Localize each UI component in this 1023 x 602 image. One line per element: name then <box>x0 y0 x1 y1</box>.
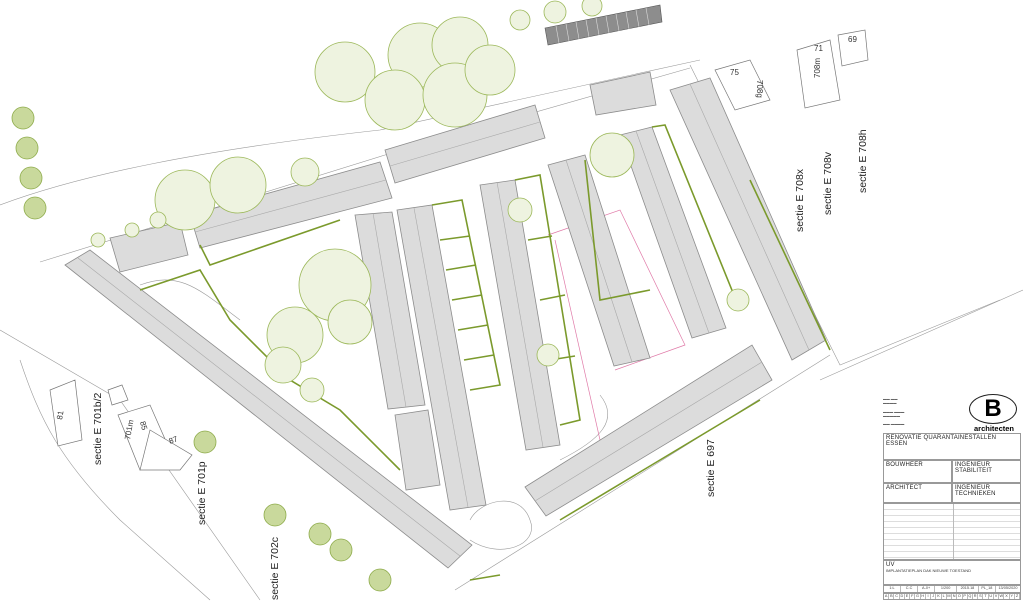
technieken-box: INGENIEUR TECHNIEKEN <box>952 483 1021 503</box>
meta-scale: 1/200 <box>935 586 957 592</box>
building-stal-5 <box>619 126 727 339</box>
revision-letter: T <box>984 594 989 599</box>
section-701p: sectie E 701p <box>196 461 208 525</box>
meta-row: 1:L C.C A-0+ 1/200 2015.18 PL_18 13/05/2… <box>883 585 1021 593</box>
revision-letter: E <box>905 594 911 599</box>
revision-table <box>883 503 1021 560</box>
parcel-81: 81 <box>55 409 66 420</box>
parcel-708g: 708g <box>755 80 764 98</box>
meta-drawn-by: C.C <box>901 586 919 592</box>
phase: UV <box>886 562 895 568</box>
revision-letter: S <box>979 594 984 599</box>
parcel-75: 75 <box>730 68 739 77</box>
parcel-85: 85 <box>138 420 149 431</box>
building-long-southwest <box>64 249 473 569</box>
building-north-annex <box>589 71 657 116</box>
bouwheer-box: BOUWHEER <box>883 460 952 483</box>
drawing-title: IMPLANTATIEPLAN DAK NIEUWE TOESTAND <box>886 568 971 573</box>
meta-project-no: 2015.18 <box>957 586 979 592</box>
revision-letter: C <box>895 594 900 599</box>
section-708h: sectie E 708h <box>857 129 869 193</box>
building-south-east <box>524 344 773 517</box>
building-stal-small <box>394 409 441 491</box>
title-block: ▬▬ ▬▬▬▬▬▬▬▬▬ ▬▬▬▬▬▬▬▬▬▬ ▬▬▬▬ B architect… <box>883 393 1021 600</box>
office-address: ▬▬ ▬▬▬▬▬▬▬▬▬ ▬▬▬▬▬▬▬▬▬▬ ▬▬▬▬ <box>883 397 905 427</box>
trees <box>11 0 750 592</box>
section-701b2: sectie E 701b/2 <box>92 392 104 465</box>
revision-letter: L <box>942 594 947 599</box>
building-west-small <box>109 221 189 273</box>
architect-logo: B <box>969 394 1017 424</box>
parcel-labels: 81 85 87 701m 75 708g 71 708m 69 <box>55 35 857 446</box>
stabiliteit-heading: INGENIEUR STABILITEIT <box>955 462 993 474</box>
green-boundaries <box>139 124 831 581</box>
revision-letter: O <box>957 594 963 599</box>
buildings <box>64 71 827 569</box>
revision-letter: D <box>900 594 905 599</box>
project-box: RENOVATIE QUARANTAINESTALLEN ESSEN <box>883 433 1021 460</box>
revision-letter: M <box>947 594 953 599</box>
architect-box: ARCHITECT <box>883 483 952 503</box>
parcel-69: 69 <box>848 35 857 44</box>
drawing-title-box: UV IMPLANTATIEPLAN DAK NIEUWE TOESTAND <box>883 560 1021 585</box>
revision-letter: K <box>937 594 942 599</box>
revision-letter: W <box>999 594 1005 599</box>
revision-letter: R <box>973 594 979 599</box>
neighbour-parcels <box>49 29 869 471</box>
building-stal-1 <box>354 211 426 410</box>
section-708v: sectie E 708v <box>822 151 834 215</box>
parcel-71: 71 <box>814 44 823 53</box>
revision-letter: I <box>926 594 932 599</box>
meta-plan-no: PL_18 <box>979 586 996 592</box>
meta-date: 13/05/2020 <box>998 586 1018 590</box>
parcel-708m: 708m <box>813 58 822 78</box>
revision-letter: A <box>884 594 890 599</box>
parking-area <box>544 4 663 46</box>
revision-letter: B <box>890 594 895 599</box>
architect-heading: ARCHITECT <box>886 485 923 491</box>
revision-letter: X <box>1005 594 1010 599</box>
parcel-701m: 701m <box>123 419 135 441</box>
revision-letter: H <box>921 594 926 599</box>
section-708x: sectie E 708x <box>794 168 806 232</box>
project-title: RENOVATIE QUARANTAINESTALLEN ESSEN <box>886 435 997 447</box>
revision-letter: J <box>931 594 937 599</box>
revision-letter: G <box>916 594 921 599</box>
revision-letter: Y <box>1010 594 1015 599</box>
architect-logo-text: architecten <box>973 424 1015 433</box>
section-labels: sectie E 701b/2 sectie E 701p sectie E 7… <box>92 129 869 600</box>
technieken-heading: INGENIEUR TECHNIEKEN <box>955 485 996 497</box>
revision-letter: Q <box>968 594 973 599</box>
stabiliteit-box: INGENIEUR STABILITEIT <box>952 460 1021 483</box>
revision-letter: P <box>963 594 968 599</box>
meta-format: A-0+ <box>918 586 936 592</box>
revision-letter: Z <box>1015 594 1021 599</box>
bouwheer-heading: BOUWHEER <box>886 462 923 468</box>
revision-letter: N <box>952 594 958 599</box>
parcel-87: 87 <box>168 434 180 446</box>
meta-scale-code: 1:L <box>884 586 902 592</box>
revision-letter: F <box>911 594 916 599</box>
section-697: sectie E 697 <box>705 439 717 497</box>
revision-letter: V <box>994 594 1000 599</box>
section-702c: sectie E 702c <box>269 537 281 600</box>
building-stal-2 <box>396 204 487 511</box>
revision-letter: U <box>989 594 994 599</box>
